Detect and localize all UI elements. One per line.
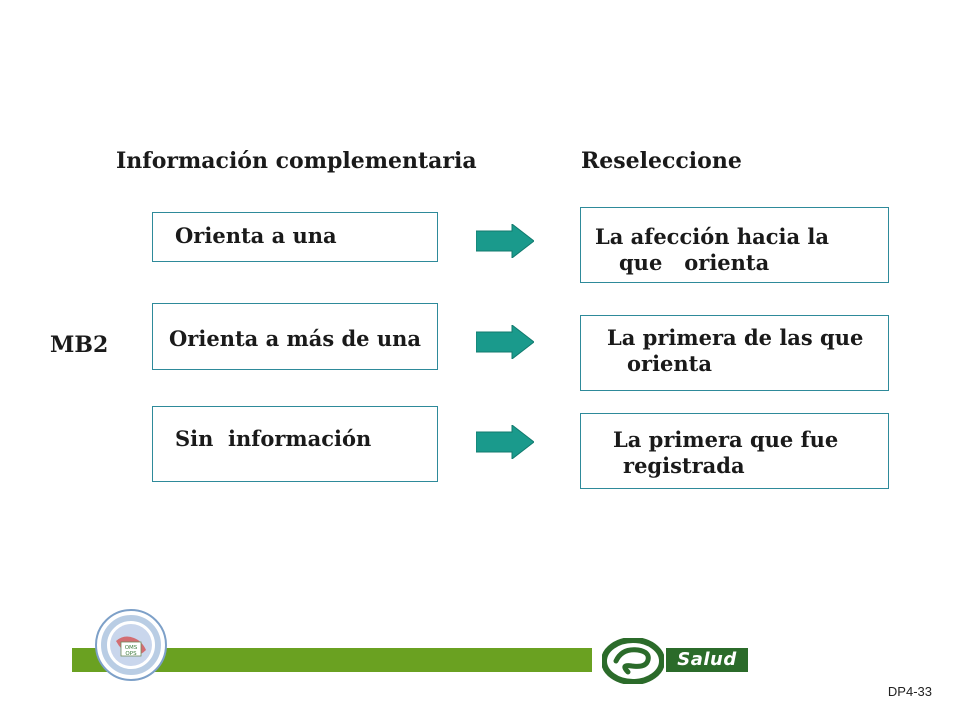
cemece-emblem-icon: OMS OPS bbox=[95, 609, 167, 681]
heading-information: Información complementaria bbox=[116, 148, 477, 174]
reselect-box-1: La afección hacia la que orienta bbox=[580, 207, 889, 283]
info-box-3-text: Sin información bbox=[175, 426, 372, 451]
reselect-box-2: La primera de las que orienta bbox=[580, 315, 889, 391]
page-code: DP4-33 bbox=[887, 684, 932, 699]
reselect-box-3: La primera que fue registrada bbox=[580, 413, 889, 489]
info-box-3: Sin información bbox=[152, 406, 438, 482]
arrow-right-icon bbox=[476, 325, 534, 359]
reselect-box-1-line1: La afección hacia la bbox=[595, 224, 829, 249]
salud-logo-text: Salud bbox=[666, 648, 748, 672]
reselect-box-3-line1: La primera que fue bbox=[613, 427, 839, 452]
salud-swirl-icon bbox=[602, 638, 664, 684]
info-box-1: Orienta a una bbox=[152, 212, 438, 262]
reselect-box-1-line2: que orienta bbox=[619, 250, 770, 275]
info-box-1-text: Orienta a una bbox=[175, 223, 337, 248]
info-box-2-text: Orienta a más de una bbox=[169, 326, 421, 351]
arrow-right-icon bbox=[476, 224, 534, 258]
reselect-box-2-line2: orienta bbox=[627, 351, 712, 376]
side-label: MB2 bbox=[50, 332, 109, 358]
emblem-text-2: OPS bbox=[125, 651, 137, 657]
arrow-right-icon bbox=[476, 425, 534, 459]
reselect-box-3-line2: registrada bbox=[623, 453, 745, 478]
info-box-2: Orienta a más de una bbox=[152, 303, 438, 370]
emblem-text-1: OMS bbox=[125, 645, 138, 651]
reselect-box-2-line1: La primera de las que bbox=[607, 325, 864, 350]
heading-reselect: Reseleccione bbox=[581, 148, 742, 174]
